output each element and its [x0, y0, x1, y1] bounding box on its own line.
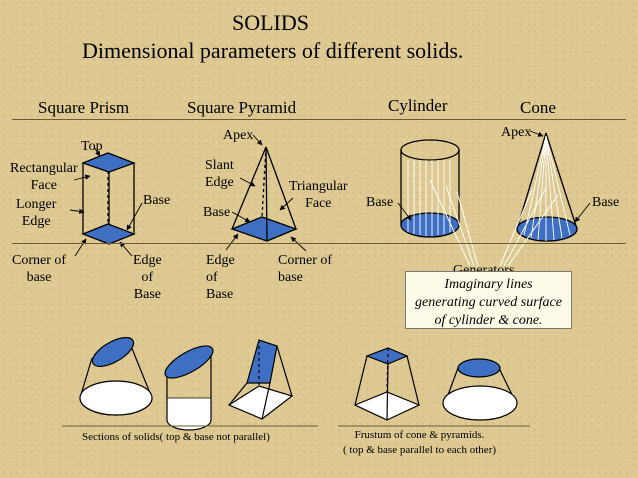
prism-rectangular-face-label: Rectangular Face: [10, 161, 78, 193]
pyramid-apex-label: Apex: [223, 128, 254, 143]
generators-note-box: Imaginary lines generating curved surfac…: [405, 271, 572, 329]
cone-frustum-shape: [442, 358, 518, 421]
square-prism-shape: [81, 152, 136, 245]
pyramid-slant-edge-label: Slant Edge: [205, 158, 234, 190]
square-pyramid-shape: [230, 146, 298, 242]
cylinder-shape: [400, 139, 460, 238]
header-cylinder: Cylinder: [388, 96, 448, 115]
prism-top-label: Top: [81, 139, 103, 154]
title-subtitle: Dimensional parameters of different soli…: [82, 38, 464, 63]
generators-pointer-lines: [429, 179, 559, 267]
cone-section-shape: [79, 337, 153, 416]
cone-leader-lines: [529, 130, 591, 223]
prism-leader-lines: [69, 146, 143, 257]
cone-base-label: Base: [592, 195, 620, 210]
prism-edge-of-base-label: Edge of Base: [133, 253, 162, 302]
cylinder-base-label: Base: [366, 195, 394, 210]
pyramid-corner-of-base-label: Corner of base: [278, 253, 333, 285]
cone-apex-label: Apex: [501, 125, 532, 140]
cylinder-section-shape: [164, 345, 214, 431]
header-cone: Cone: [520, 98, 556, 117]
cylinder-base-leader: [397, 202, 412, 221]
header-square-pyramid: Square Pyramid: [187, 98, 297, 117]
pyramid-frustum-shape: [353, 347, 421, 421]
pyramid-leader-lines: [225, 134, 307, 252]
pyramid-base-label: Base: [203, 205, 231, 220]
middle-divider: [12, 243, 626, 244]
frustum-caption: Frustum of cone & pyramids. ( top & base…: [343, 429, 497, 456]
sections-caption: Sections of solids( top & base not paral…: [82, 431, 270, 443]
title-solids: SOLIDS: [232, 10, 310, 35]
cone-generator-lines: [523, 135, 571, 241]
pyramid-triangular-face-label: Triangular Face: [289, 179, 348, 211]
header-square-prism: Square Prism: [38, 98, 130, 117]
prism-base-label: Base: [143, 193, 171, 208]
pyramid-edge-of-base-label: Edge of Base: [206, 253, 235, 302]
pyramid-section-shape: [227, 339, 294, 420]
generators-note-text: Imaginary lines generating curved surfac…: [415, 277, 562, 328]
header-divider: [12, 119, 626, 120]
prism-longer-edge-label: Longer Edge: [16, 197, 57, 229]
prism-corner-of-base-label: Corner of base: [12, 253, 67, 285]
